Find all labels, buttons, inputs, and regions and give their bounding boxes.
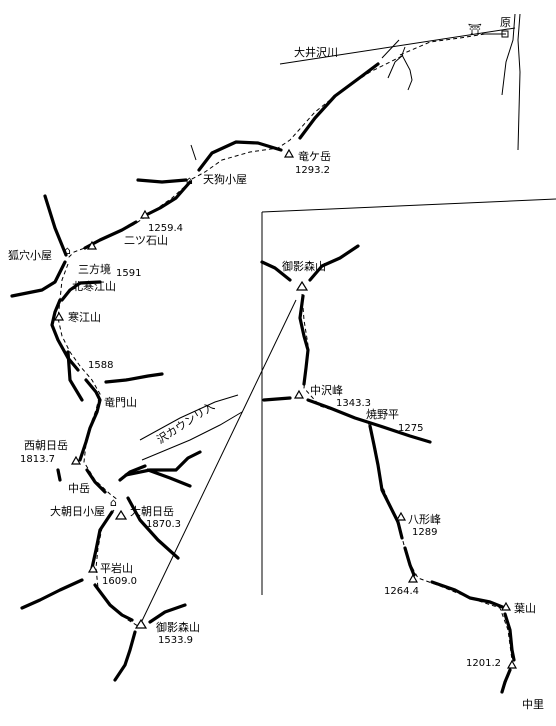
main-ridge [10,62,380,682]
inset-ridge [260,244,516,694]
summit-icon [506,659,518,669]
elev-p1264: 1264.4 [384,586,419,597]
side-ridges [139,144,243,461]
label-nakazato: 中里 [522,698,544,711]
label-ryumonsan: 竜門山 [104,395,137,409]
summit-icon [139,209,151,219]
elev-futatsuishi: 1259.4 [148,223,183,234]
label-kitasagaesan: 北寒江山 [72,279,116,293]
elev-yakinodaira: 1275 [398,423,423,434]
label-nishiasahi: 西朝日岳 [24,439,68,452]
label-sanpokyo: 三方境 [78,262,111,276]
hut-icon: ⌂ [64,244,71,257]
hut-markers: ⌂ ⌂ ⌂ [64,174,193,509]
label-hiraiwayama: 平岩山 [100,561,133,575]
elev-sanpokyo: 1591 [116,268,141,279]
hut-icon: ⌂ [186,174,193,187]
summit-icon [70,455,82,465]
label-yakinodaira: 焼野平 [366,408,399,421]
label-mikagemori-inset: 御影森山 [282,259,326,273]
elev-p1201: 1201.2 [466,658,501,669]
summit-icon [114,509,128,520]
leader-line [139,299,297,626]
summit-icon [395,511,407,521]
summit-icon [87,563,99,573]
shrine-icon: ⛩ [468,23,482,36]
label-kitsuneana-hut: 狐穴小屋 [8,248,52,262]
river-label-oisawa: 大井沢川 [294,45,338,59]
label-mikagemori: 御影森山 [156,620,200,634]
elev-p1588: 1588 [88,360,113,371]
elev-oasahidake: 1870.3 [146,519,181,530]
hut-icon: ⌂ [110,496,117,509]
label-hayama: 葉山 [514,601,536,615]
elev-nakazawamine: 1343.3 [336,398,371,409]
elev-hiraiwayama: 1609.0 [102,576,137,587]
elev-hachikeimine: 1289 [412,527,437,538]
trail [57,55,403,627]
label-hachikeimine: 八形峰 [408,513,441,526]
inset-frame [261,198,556,595]
label-ryugatake: 竜ケ岳 [298,149,331,163]
summit-icon [500,601,512,611]
river-label-sawa: 沢カウンリ入 [154,399,217,447]
summit-icon [134,618,148,629]
summit-icon [293,389,305,399]
label-sagaesan: 寒江山 [68,310,101,324]
label-futatsuishi: 二ツ石山 [124,234,168,247]
summit-markers [53,148,518,669]
summit-icon [407,573,419,583]
place-label-hara: 原 [500,16,511,29]
elev-ryugatake: 1293.2 [295,165,330,176]
summit-icon [283,148,295,158]
label-tengu-hut: 天狗小屋 [203,173,247,186]
label-nakazawamine: 中沢峰 [310,383,343,397]
elev-mikagemori: 1533.9 [158,635,193,646]
summit-icon [295,280,309,291]
label-oasahidake: 大朝日岳 [130,504,174,518]
label-oasahi-hut: 大朝日小屋 [50,504,105,518]
village-area: ⛩ 原 大井沢川 [279,13,521,151]
summit-icon [53,311,65,321]
summit-icon [86,240,98,250]
label-nakadake: 中岳 [68,482,90,495]
elev-nishiasahi: 1813.7 [20,454,55,465]
